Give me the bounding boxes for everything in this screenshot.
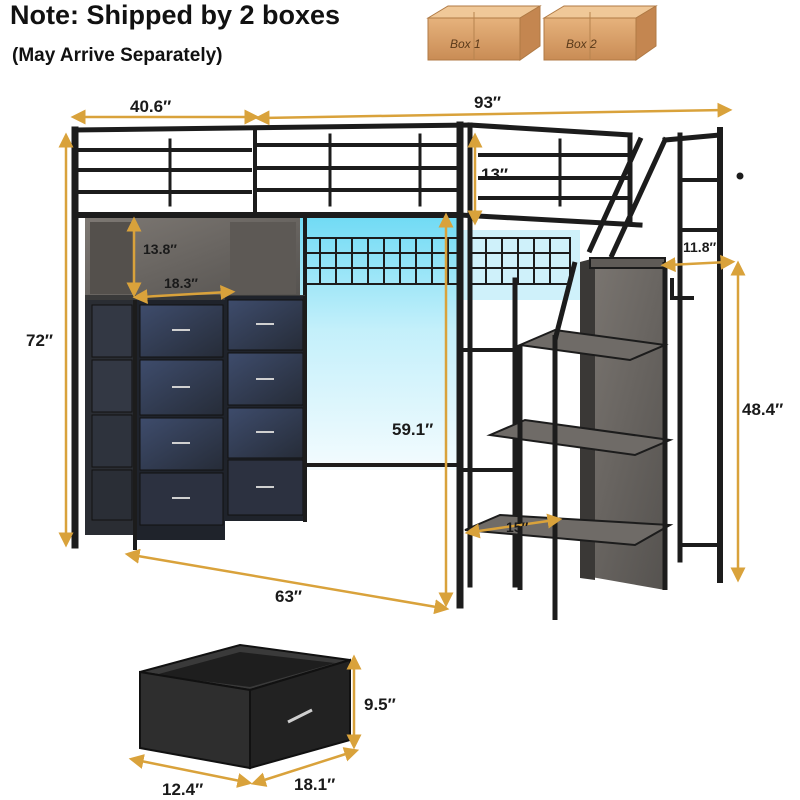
dim-stair-height: 48.4″	[742, 400, 783, 419]
dresser	[85, 218, 307, 550]
box-2-label: Box 2	[566, 37, 597, 51]
box-1: Box 1	[426, 5, 542, 61]
dim-total-length: 93″	[474, 93, 501, 112]
dim-desk-width: 40.6″	[130, 97, 171, 116]
stair-unit	[464, 257, 674, 620]
dim-step-depth: 15″	[506, 519, 529, 535]
bed-frame	[71, 121, 744, 609]
dim-drawer-depth: 18.1″	[294, 775, 335, 794]
dim-drawer-width: 12.4″	[162, 780, 203, 799]
dim-drawer-height: 9.5″	[364, 695, 396, 714]
dimension-lines	[58, 102, 746, 788]
dim-stair-width: 11.8″	[683, 239, 716, 255]
fabric-drawer	[139, 643, 351, 770]
dimension-labels: 40.6″ 93″ 13″ 13.8″ 18.3″ 72″ 59.1″ 11.8…	[26, 93, 783, 799]
dim-guardrail-height: 13″	[481, 165, 508, 184]
dim-bed-width: 63″	[275, 587, 302, 606]
note-subtitle: (May Arrive Separately)	[12, 45, 223, 66]
dim-clearance: 59.1″	[392, 420, 433, 439]
note-title: Note: Shipped by 2 boxes	[10, 0, 341, 30]
box-1-label: Box 1	[450, 37, 481, 51]
box-2: Box 2	[542, 5, 658, 61]
dim-cubby-height: 13.8″	[143, 241, 177, 257]
dim-cubby-width: 18.3″	[164, 275, 198, 291]
dim-total-height: 72″	[26, 331, 53, 350]
